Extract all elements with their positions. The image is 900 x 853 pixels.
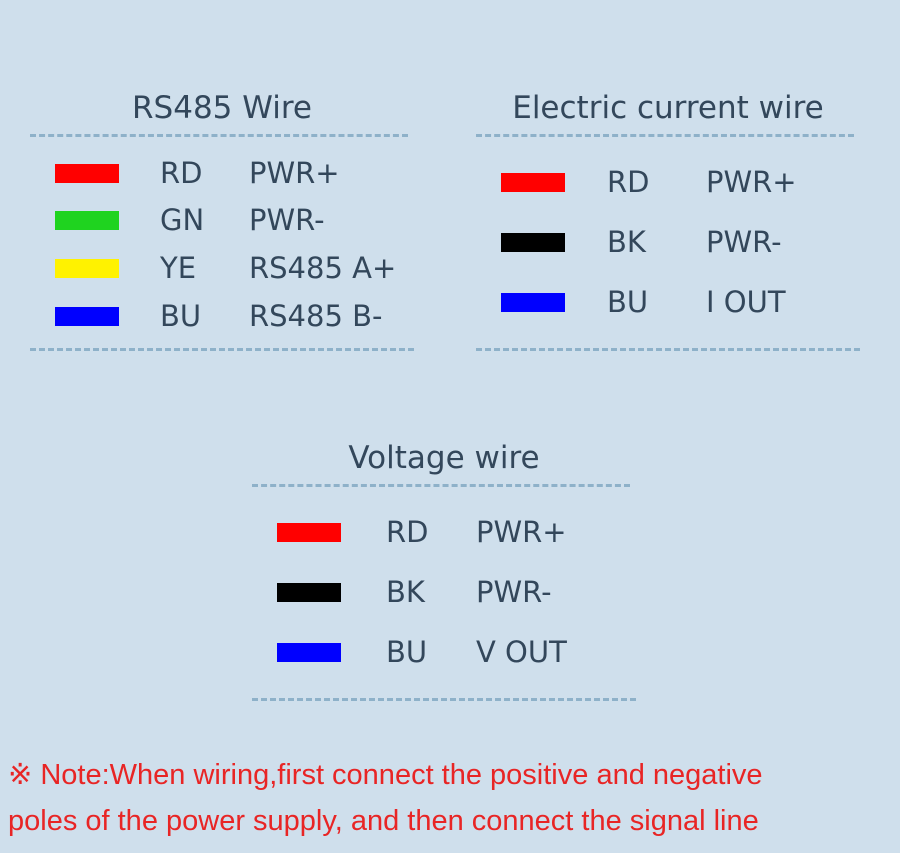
wire-function: RS485 B- [249, 299, 383, 333]
divider-top [30, 134, 408, 137]
wire-row: BU I OUT [476, 282, 860, 322]
note-line-1: ※ Note:When wiring,first connect the pos… [8, 759, 763, 791]
wire-color-swatch [55, 164, 119, 183]
wire-color-swatch [55, 259, 119, 278]
wiring-note: ※ Note:When wiring,first connect the pos… [8, 752, 898, 844]
rs485-wire-group: RS485 Wire RD PWR+ GN PWR- YE RS485 A+ B… [30, 88, 414, 358]
group-title: Electric current wire [512, 90, 824, 126]
group-title: Voltage wire [348, 440, 540, 476]
wire-function: V OUT [476, 635, 567, 669]
note-line-2: poles of the power supply, and then conn… [8, 805, 759, 837]
wire-color-swatch [501, 173, 565, 192]
wire-row: BK PWR- [252, 572, 636, 612]
wire-function: PWR+ [476, 515, 567, 549]
divider-top [252, 484, 630, 487]
wire-function: PWR+ [706, 165, 797, 199]
wire-row: RD PWR+ [252, 512, 636, 552]
wire-color-swatch [55, 307, 119, 326]
wire-row: BK PWR- [476, 222, 860, 262]
wire-color-swatch [277, 643, 341, 662]
wire-code: BK [607, 225, 646, 259]
wire-code: BU [160, 299, 202, 333]
wire-color-swatch [277, 523, 341, 542]
wire-color-swatch [501, 233, 565, 252]
wire-code: RD [386, 515, 429, 549]
wire-code: BK [386, 575, 425, 609]
wire-row: BU V OUT [252, 632, 636, 672]
voltage-wire-group: Voltage wire RD PWR+ BK PWR- BU V OUT [252, 438, 636, 708]
wire-code: RD [160, 156, 203, 190]
wire-function: RS485 A+ [249, 251, 397, 285]
group-title: RS485 Wire [132, 90, 312, 126]
divider-bottom [30, 348, 414, 351]
wire-code: GN [160, 203, 205, 237]
wire-code: BU [386, 635, 428, 669]
wire-color-swatch [501, 293, 565, 312]
wire-function: PWR- [706, 225, 782, 259]
divider-top [476, 134, 854, 137]
wire-code: YE [160, 251, 197, 285]
wire-row: GN PWR- [30, 200, 414, 240]
current-wire-group: Electric current wire RD PWR+ BK PWR- BU… [476, 88, 860, 358]
wire-function: PWR+ [249, 156, 340, 190]
wire-row: RD PWR+ [476, 162, 860, 202]
wire-row: RD PWR+ [30, 153, 414, 193]
wire-code: RD [607, 165, 650, 199]
wire-row: BU RS485 B- [30, 296, 414, 336]
divider-bottom [476, 348, 860, 351]
divider-bottom [252, 698, 636, 701]
wire-color-swatch [55, 211, 119, 230]
wire-function: PWR- [249, 203, 325, 237]
wire-function: PWR- [476, 575, 552, 609]
wire-function: I OUT [706, 285, 786, 319]
wire-code: BU [607, 285, 649, 319]
wire-color-swatch [277, 583, 341, 602]
wire-row: YE RS485 A+ [30, 248, 414, 288]
